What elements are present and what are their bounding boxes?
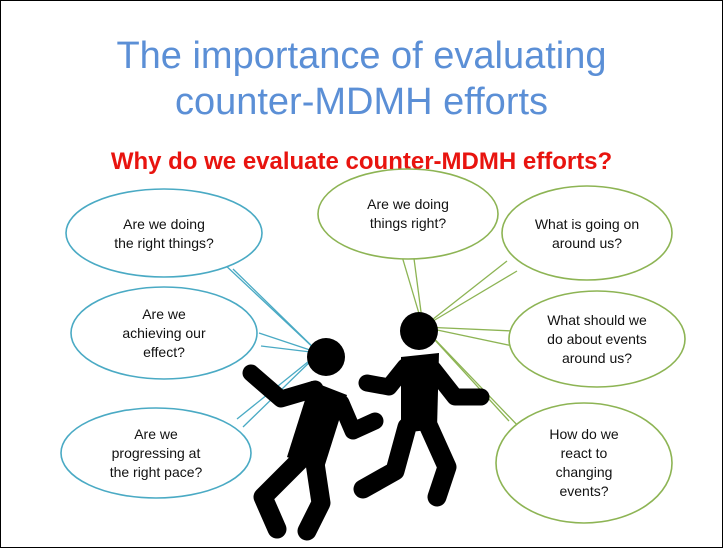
slide-title-line-2: counter-MDMH efforts bbox=[174, 81, 549, 123]
right-bubble-1-line-1: Are we doing bbox=[367, 196, 449, 212]
right-bubble-4 bbox=[495, 402, 673, 524]
slide-subtitle: Why do we evaluate counter-MDMH efforts? bbox=[110, 148, 613, 175]
right-bubbles bbox=[317, 168, 686, 524]
left-bubble-3-line-1: Are we bbox=[134, 426, 178, 442]
right-bubble-3-line-3: around us? bbox=[561, 350, 633, 366]
left-bubble-1-line-2: the right things? bbox=[114, 235, 214, 251]
left-bubble-3 bbox=[60, 407, 252, 499]
right-bubble-4-line-4: events? bbox=[559, 483, 609, 499]
left-bubble-2-text: Are we achieving our effect? bbox=[91, 305, 237, 362]
right-bubble-1-line-2: things right? bbox=[369, 215, 447, 231]
slide-title: The importance of evaluating counter-MDM… bbox=[1, 33, 722, 125]
left-bubble-1-text: Are we doing the right things? bbox=[91, 215, 237, 253]
left-bubble-1-line-1: Are we doing bbox=[123, 216, 205, 232]
person-figure-left-icon bbox=[242, 338, 384, 541]
right-bubble-4-text: How do we react to changing events? bbox=[524, 425, 644, 501]
right-bubble-3-line-1: What should we bbox=[547, 312, 647, 328]
right-bubble-2-line-2: around us? bbox=[551, 235, 623, 251]
left-bubble-3-line-3: the right pace? bbox=[109, 464, 203, 480]
right-bubble-3-line-2: do about events bbox=[547, 331, 647, 347]
person-figure-right-icon bbox=[353, 312, 490, 507]
right-bubble-4-line-3: changing bbox=[555, 464, 613, 480]
right-bubble-4-line-2: react to bbox=[560, 445, 608, 461]
slide-title-line-1: The importance of evaluating bbox=[116, 35, 607, 77]
right-bubble-3 bbox=[508, 290, 686, 388]
left-bubble-2-line-3: effect? bbox=[143, 344, 185, 360]
right-bubble-2-text: What is going on around us? bbox=[517, 215, 657, 253]
right-bubble-1-text: Are we doing things right? bbox=[338, 195, 478, 233]
right-bubble-2-line-1: What is going on bbox=[534, 216, 640, 232]
left-bubble-3-line-2: progressing at bbox=[111, 445, 201, 461]
right-bubble-4-line-1: How do we bbox=[549, 426, 619, 442]
left-bubbles bbox=[60, 188, 263, 499]
right-bubble-3-text: What should we do about events around us… bbox=[527, 311, 667, 368]
left-bubble-2-line-1: Are we bbox=[142, 306, 186, 322]
left-bubble-2-line-2: achieving our bbox=[122, 325, 206, 341]
right-bubble-2 bbox=[501, 185, 673, 281]
left-bubble-1 bbox=[65, 188, 263, 278]
right-bubble-1 bbox=[317, 168, 499, 260]
left-bubble-2 bbox=[70, 286, 258, 380]
left-bubble-3-text: Are we progressing at the right pace? bbox=[83, 425, 229, 482]
